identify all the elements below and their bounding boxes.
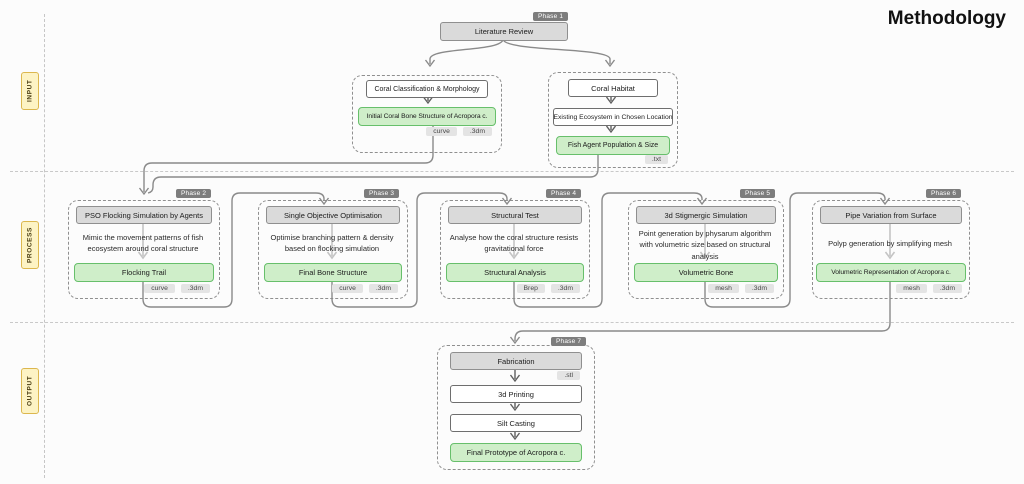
phase3-container	[258, 200, 408, 299]
phase4-container	[440, 200, 590, 299]
coral-habitat-box: Coral Habitat	[568, 79, 658, 97]
phase6-badge: Phase 6	[926, 189, 962, 198]
initial-coral-bone-box: Initial Coral Bone Structure of Acropora…	[358, 107, 496, 126]
fabrication-box: Fabrication	[450, 352, 582, 370]
phase4-tags: Brep .3dm	[516, 284, 580, 293]
literature-review-box: Literature Review	[440, 22, 568, 41]
arrow-down-icon	[699, 251, 711, 260]
phase7-container	[437, 345, 595, 470]
file-tag: .stl	[557, 371, 580, 380]
section-label-process: PROCESS	[21, 221, 39, 269]
phase1-badge: Phase 1	[533, 12, 569, 21]
final-prototype-box: Final Prototype of Acropora c.	[450, 443, 582, 462]
coral-classification-box: Coral Classification & Morphology	[366, 80, 488, 98]
file-tag: Brep	[516, 284, 545, 293]
arrow-down-icon	[605, 96, 617, 105]
left-dashed-guide	[44, 14, 45, 478]
silt-casting-box: Silt Casting	[450, 414, 582, 432]
file-tag: mesh	[896, 284, 927, 293]
input-process-divider	[10, 171, 1014, 172]
file-tag: .txt	[644, 155, 668, 164]
phase2-container	[68, 200, 220, 299]
phase3-badge: Phase 3	[364, 189, 400, 198]
arrow-down-icon	[509, 336, 521, 345]
arrow-down-icon	[137, 251, 149, 260]
file-tag: curve	[426, 127, 457, 136]
phase6-header-box: Pipe Variation from Surface	[820, 206, 962, 224]
phase5-description: Point generation by physarum algorithm w…	[638, 229, 772, 261]
input-b-tags: .txt	[644, 155, 668, 164]
arrow-down-icon	[884, 251, 896, 260]
phase2-badge: Phase 2	[176, 189, 212, 198]
file-tag: .3dm	[368, 284, 398, 293]
arrow-down-icon	[318, 197, 330, 206]
file-tag: curve	[144, 284, 175, 293]
phase7-badge: Phase 7	[551, 337, 587, 346]
arrow-down-icon	[604, 59, 616, 68]
input-a-tags: curve .3dm	[426, 127, 492, 136]
phase4-result-box: Structural Analysis	[446, 263, 584, 282]
file-tag: .3dm	[932, 284, 962, 293]
connector-phase4-to-phase5	[513, 192, 703, 308]
arrow-down-icon	[422, 96, 434, 105]
phase7-tags: .stl	[557, 371, 580, 380]
arrow-down-icon	[509, 374, 521, 383]
connector-fish-to-phase2	[147, 153, 599, 194]
phase5-result-box: Volumetric Bone	[634, 263, 778, 282]
printing-box: 3d Printing	[450, 385, 582, 403]
arrow-down-icon	[509, 432, 521, 441]
connector-phase5-to-phase6	[704, 192, 886, 308]
phase6-container	[812, 200, 970, 299]
phase6-tags: mesh .3dm	[896, 284, 962, 293]
process-output-divider	[10, 322, 1014, 323]
fish-agent-box: Fish Agent Population & Size	[556, 136, 670, 155]
input-group-coral-morphology	[352, 75, 502, 153]
file-tag: curve	[332, 284, 363, 293]
phase2-description: Mimic the movement patterns of fish ecos…	[82, 233, 204, 254]
phase5-container	[628, 200, 784, 299]
phase2-tags: curve .3dm	[144, 284, 210, 293]
phase5-badge: Phase 5	[740, 189, 776, 198]
page-title: Methodology	[887, 8, 1006, 29]
connector-lit-to-inputB	[502, 38, 611, 64]
file-tag: .3dm	[180, 284, 210, 293]
file-tag: .3dm	[462, 127, 492, 136]
file-tag: .3dm	[744, 284, 774, 293]
arrow-down-icon	[509, 403, 521, 412]
phase6-result-box: Volumetric Representation of Acropora c.	[816, 263, 966, 282]
phase4-description: Analyse how the coral structure resists …	[449, 233, 579, 254]
arrow-down-icon	[326, 251, 338, 260]
arrow-down-icon	[605, 125, 617, 134]
connector-phase6-to-phase7	[514, 281, 891, 341]
existing-ecosystem-box: Existing Ecosystem in Chosen Location	[553, 108, 673, 126]
section-label-input: INPUT	[21, 72, 39, 110]
phase6-description: Polyp generation by simplifying mesh	[828, 239, 952, 248]
connector-phase3-to-phase4	[331, 192, 508, 308]
phase3-tags: curve .3dm	[332, 284, 398, 293]
arrow-down-icon	[696, 197, 708, 206]
file-tag: mesh	[708, 284, 739, 293]
phase4-header-box: Structural Test	[448, 206, 582, 224]
phase4-badge: Phase 4	[546, 189, 582, 198]
phase3-result-box: Final Bone Structure	[264, 263, 402, 282]
arrow-down-icon	[508, 251, 520, 260]
file-tag: .3dm	[550, 284, 580, 293]
arrow-down-icon	[879, 197, 891, 206]
connector-bone-to-phase2	[143, 125, 434, 192]
arrow-down-icon	[501, 197, 513, 206]
arrow-down-icon	[424, 59, 436, 68]
connector-lit-to-inputA	[429, 38, 504, 64]
phase2-result-box: Flocking Trail	[74, 263, 214, 282]
phase3-header-box: Single Objective Optimisation	[266, 206, 400, 224]
phase5-tags: mesh .3dm	[708, 284, 774, 293]
phase5-header-box: 3d Stigmergic Simulation	[636, 206, 776, 224]
input-group-coral-habitat	[548, 72, 678, 168]
connector-phase2-to-phase3	[142, 192, 325, 308]
section-label-output: OUTPUT	[21, 368, 39, 414]
arrow-down-icon	[138, 187, 150, 196]
phase3-description: Optimise branching pattern & density bas…	[270, 233, 394, 254]
phase2-header-box: PSO Flocking Simulation by Agents	[76, 206, 212, 224]
